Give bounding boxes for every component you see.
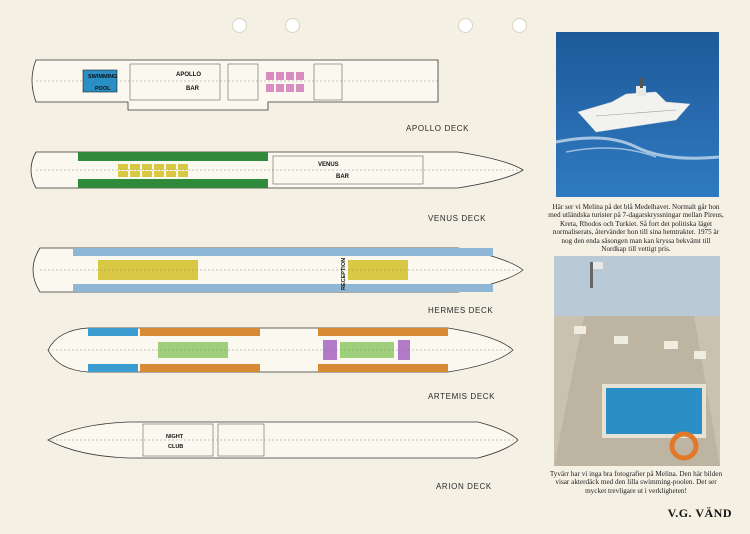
cyan-cabins xyxy=(88,364,138,372)
night-label: NIGHT xyxy=(166,434,184,440)
aft-deck-pool-photo xyxy=(554,256,720,466)
club-label: CLUB xyxy=(168,444,183,450)
swimming-pool xyxy=(82,69,118,93)
apollo-deck-label: APOLLO DECK xyxy=(406,124,470,133)
green-cabins xyxy=(78,179,268,188)
apollo-deck-plan: SWIMMING POOL APOLLO BAR xyxy=(31,59,439,111)
deck-plans: SWIMMING POOL APOLLO BAR xyxy=(30,59,524,459)
blue-cabins xyxy=(73,248,493,256)
ship-at-sea-photo xyxy=(556,32,719,197)
apollo-label: APOLLO xyxy=(176,72,201,78)
orange-cabins xyxy=(318,328,448,336)
green-cabins xyxy=(78,152,268,161)
pink-cabins xyxy=(266,72,304,92)
punch-hole xyxy=(512,18,527,33)
hermes-deck-plan: RECEPTION xyxy=(32,247,524,293)
reception-label: RECEPTION xyxy=(341,258,347,290)
venus-label: VENUS xyxy=(318,162,339,168)
turn-page-label: V.G. VÄND xyxy=(667,506,732,520)
ship-at-sea-caption: Här ser vi Melina på det blå Medelhavet.… xyxy=(548,203,724,254)
venus-bar-label: BAR xyxy=(336,174,350,180)
punch-hole xyxy=(458,18,473,33)
pool-water xyxy=(602,384,706,438)
cyan-cabins xyxy=(88,328,138,336)
hermes-deck-label: HERMES DECK xyxy=(428,306,494,315)
arion-deck-label: ARION DECK xyxy=(436,482,492,491)
venus-deck-plan: VENUS BAR xyxy=(30,151,524,189)
orange-cabins xyxy=(140,328,260,336)
punch-hole xyxy=(232,18,247,33)
venus-deck-label: VENUS DECK xyxy=(428,214,487,223)
orange-cabins xyxy=(140,364,260,372)
blue-cabins xyxy=(73,284,493,292)
apollo-bar-label: BAR xyxy=(186,86,200,92)
swimming-label: SWIMMING xyxy=(88,74,117,80)
artemis-deck-label: ARTEMIS DECK xyxy=(428,392,496,401)
pool-label: POOL xyxy=(95,86,111,92)
yellow-cabins xyxy=(118,164,188,177)
light-green-cabins xyxy=(340,342,394,358)
aft-deck-pool-caption: Tyvärr har vi inga bra fotografier på Me… xyxy=(549,470,723,495)
punch-hole xyxy=(285,18,300,33)
orange-cabins xyxy=(318,364,448,372)
artemis-deck-plan xyxy=(47,327,514,373)
arion-deck-plan: NIGHT CLUB xyxy=(47,421,519,459)
